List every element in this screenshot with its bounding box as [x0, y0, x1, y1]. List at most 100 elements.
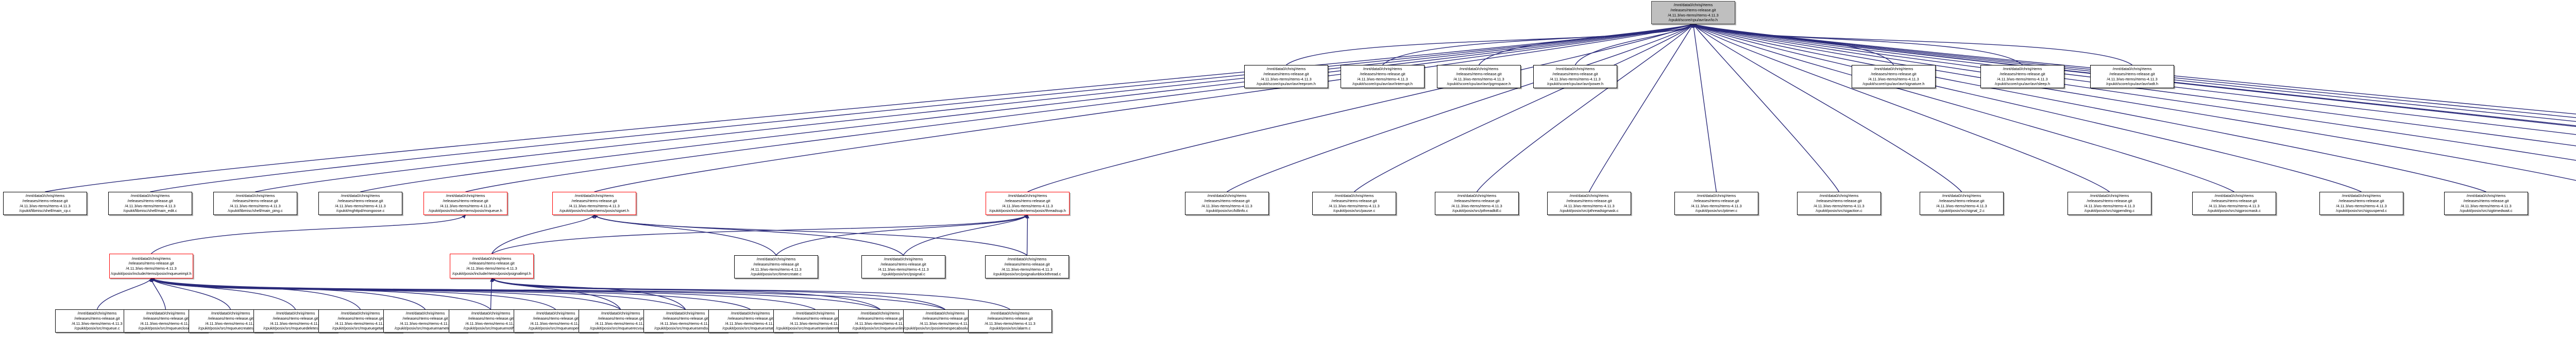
- graph-node-psignal[interactable]: /mnt/data0/chrisj/rtems /releases/rtems-…: [861, 255, 945, 278]
- graph-node-label: /mnt/data0/chrisj/rtems /releases/rtems-…: [463, 311, 518, 331]
- graph-node-interrupt[interactable]: /mnt/data0/chrisj/rtems /releases/rtems-…: [1341, 65, 1425, 88]
- graph-edge-mqueueopen-to-mqueueimpl: [151, 278, 556, 310]
- graph-node-label: /mnt/data0/chrisj/rtems /releases/rtems-…: [138, 311, 193, 331]
- graph-node-main_cp[interactable]: /mnt/data0/chrisj/rtems /releases/rtems-…: [3, 192, 87, 215]
- graph-node-label: /mnt/data0/chrisj/rtems /releases/rtems-…: [2106, 67, 2158, 87]
- graph-edge-sleep-to-root: [1692, 24, 2023, 65]
- graph-node-sigprocmask[interactable]: /mnt/data0/chrisj/rtems /releases/rtems-…: [2192, 192, 2276, 215]
- graph-node-label: /mnt/data0/chrisj/rtems /releases/rtems-…: [332, 311, 388, 331]
- graph-node-label: /mnt/data0/chrisj/rtems /releases/rtems-…: [654, 311, 717, 331]
- graph-edge-mqueuesendsupp-to-mqueueimpl: [150, 278, 686, 310]
- graph-edge-pgmspace-to-root: [1478, 24, 1694, 65]
- graph-node-wdt[interactable]: /mnt/data0/chrisj/rtems /releases/rtems-…: [2090, 65, 2174, 88]
- graph-node-sigtimedwait[interactable]: /mnt/data0/chrisj/rtems /releases/rtems-…: [2444, 192, 2528, 215]
- graph-node-posix_threadsup_h[interactable]: /mnt/data0/chrisj/rtems /releases/rtems-…: [986, 192, 1070, 215]
- graph-node-pgmspace[interactable]: /mnt/data0/chrisj/rtems /releases/rtems-…: [1437, 65, 1521, 88]
- graph-node-label: /mnt/data0/chrisj/rtems /releases/rtems-…: [751, 257, 802, 277]
- graph-node-label: /mnt/data0/chrisj/rtems /releases/rtems-…: [993, 257, 1061, 277]
- graph-node-pthreadsigmask[interactable]: /mnt/data0/chrisj/rtems /releases/rtems-…: [1547, 192, 1631, 215]
- graph-edge-signal_2-to-root: [1692, 24, 1962, 192]
- graph-edge-psignal-to-posix_threadsup_h: [903, 214, 1028, 256]
- graph-edge-psignalimpl-to-posix_threadsup_h: [492, 214, 1028, 254]
- graph-node-label: /mnt/data0/chrisj/rtems /releases/rtems-…: [529, 311, 583, 331]
- graph-node-eeprom[interactable]: /mnt/data0/chrisj/rtems /releases/rtems-…: [1244, 65, 1328, 88]
- graph-edge-posix_sigset_h-to-root: [594, 23, 1694, 192]
- graph-edge-timercreate-to-posix_threadsup_h: [775, 214, 1028, 256]
- graph-node-label: /mnt/data0/chrisj/rtems /releases/rtems-…: [2460, 193, 2513, 213]
- graph-edge-psignalunblockthread-to-posix_threadsup_h: [1025, 214, 1029, 256]
- graph-node-label: /mnt/data0/chrisj/rtems /releases/rtems-…: [1257, 67, 1316, 87]
- graph-node-label: /mnt/data0/chrisj/rtems /releases/rtems-…: [335, 193, 386, 213]
- graph-node-mqueueimpl[interactable]: /mnt/data0/chrisj/rtems /releases/rtems-…: [109, 254, 193, 278]
- graph-node-label: /mnt/data0/chrisj/rtems /releases/rtems-…: [852, 311, 908, 331]
- graph-node-label: /mnt/data0/chrisj/rtems /releases/rtems-…: [123, 193, 177, 213]
- graph-node-main_ping[interactable]: /mnt/data0/chrisj/rtems /releases/rtems-…: [213, 192, 297, 215]
- graph-node-label: /mnt/data0/chrisj/rtems /releases/rtems-…: [2207, 193, 2261, 213]
- graph-node-sigsuspend[interactable]: /mnt/data0/chrisj/rtems /releases/rtems-…: [2319, 192, 2403, 215]
- graph-edge-ptimer-to-root: [1692, 24, 1717, 192]
- graph-node-label: /mnt/data0/chrisj/rtems /releases/rtems-…: [1547, 67, 1604, 87]
- graph-node-mongoose[interactable]: /mnt/data0/chrisj/rtems /releases/rtems-…: [318, 192, 402, 215]
- graph-node-ptimer[interactable]: /mnt/data0/chrisj/rtems /releases/rtems-…: [1674, 192, 1758, 215]
- graph-node-psignalimpl[interactable]: /mnt/data0/chrisj/rtems /releases/rtems-…: [450, 254, 534, 278]
- graph-node-label: /mnt/data0/chrisj/rtems /releases/rtems-…: [1201, 193, 1252, 213]
- graph-node-sleep[interactable]: /mnt/data0/chrisj/rtems /releases/rtems-…: [1980, 65, 2064, 88]
- graph-node-main_edit[interactable]: /mnt/data0/chrisj/rtems /releases/rtems-…: [108, 192, 192, 215]
- graph-edge-sigpending-to-root: [1692, 24, 2110, 192]
- graph-edge-alarm-to-psignalimpl: [491, 278, 1010, 310]
- graph-edge-main_ping-to-root: [255, 23, 1694, 192]
- graph-edge-pthreadkill-to-root: [1476, 24, 1694, 192]
- graph-edge-mqueuenotify-to-psignalimpl: [489, 278, 494, 310]
- graph-edge-sigprocmask-to-root: [1692, 24, 2234, 192]
- graph-edge-mqueuenotify-to-mqueueimpl: [150, 278, 491, 310]
- graph-edge-sigwait-to-root: [1692, 24, 2576, 181]
- graph-edge-rtemsmain-to-root: [1692, 23, 2576, 126]
- graph-node-pause[interactable]: /mnt/data0/chrisj/rtems /releases/rtems-…: [1312, 192, 1396, 215]
- graph-node-posix_sigset_h[interactable]: /mnt/data0/chrisj/rtems /releases/rtems-…: [552, 192, 636, 215]
- graph-edge-posix_threadsup_h-to-root: [1027, 24, 1694, 192]
- graph-edge-pppd_main-to-root: [1692, 23, 2576, 127]
- graph-node-power[interactable]: /mnt/data0/chrisj/rtems /releases/rtems-…: [1533, 65, 1617, 88]
- graph-edge-sigaction-to-root: [1692, 24, 1840, 192]
- graph-edge-mongoose-to-root: [360, 23, 1694, 192]
- graph-edge-signature-to-root: [1692, 24, 1894, 65]
- graph-node-label: /mnt/data0/chrisj/rtems /releases/rtems-…: [722, 311, 778, 331]
- graph-node-timercreate[interactable]: /mnt/data0/chrisj/rtems /releases/rtems-…: [734, 255, 818, 278]
- graph-edge-sys_rtems-to-root: [1692, 23, 2576, 122]
- graph-node-alarm[interactable]: /mnt/data0/chrisj/rtems /releases/rtems-…: [968, 309, 1052, 333]
- graph-node-label: /mnt/data0/chrisj/rtems /releases/rtems-…: [1447, 67, 1511, 87]
- graph-edge-mqueueclose-to-mqueueimpl: [149, 278, 166, 310]
- graph-node-sigaction[interactable]: /mnt/data0/chrisj/rtems /releases/rtems-…: [1797, 192, 1881, 215]
- graph-node-label: /mnt/data0/chrisj/rtems /releases/rtems-…: [1862, 67, 1925, 87]
- graph-node-signal_2[interactable]: /mnt/data0/chrisj/rtems /releases/rtems-…: [1920, 192, 2004, 215]
- graph-node-label: /mnt/data0/chrisj/rtems /releases/rtems-…: [1352, 67, 1413, 87]
- graph-node-label: /mnt/data0/chrisj/rtems /releases/rtems-…: [590, 311, 651, 331]
- graph-edge-pppd_utils-to-root: [1692, 23, 2576, 118]
- graph-node-signature[interactable]: /mnt/data0/chrisj/rtems /releases/rtems-…: [1852, 65, 1936, 88]
- graph-edge-mqueuenametoid-to-mqueueimpl: [150, 278, 426, 310]
- graph-node-label: /mnt/data0/chrisj/rtems /releases/rtems-…: [2336, 193, 2387, 213]
- graph-node-psignalunblockthread[interactable]: /mnt/data0/chrisj/rtems /releases/rtems-…: [985, 255, 1069, 278]
- graph-edge-mqueueimpl-to-posix_mqueue_h: [151, 214, 466, 254]
- graph-node-sigpending[interactable]: /mnt/data0/chrisj/rtems /releases/rtems-…: [2067, 192, 2151, 215]
- graph-node-label: /mnt/data0/chrisj/rtems /releases/rtems-…: [878, 257, 929, 277]
- graph-node-label: /mnt/data0/chrisj/rtems /releases/rtems-…: [263, 311, 328, 331]
- graph-edge-timertsr-to-root: [1692, 23, 2576, 146]
- graph-edge-posix_mqueue_h-to-root: [465, 23, 1694, 192]
- graph-edge-mqueuerecvsupp-to-mqueueimpl: [150, 278, 621, 310]
- graph-node-posix_mqueue_h[interactable]: /mnt/data0/chrisj/rtems /releases/rtems-…: [423, 192, 507, 215]
- graph-node-label: /mnt/data0/chrisj/rtems /releases/rtems-…: [1691, 193, 1742, 213]
- graph-edge-mqueuedeletesupp-to-mqueueimpl: [150, 278, 296, 310]
- graph-node-pthreadkill[interactable]: /mnt/data0/chrisj/rtems /releases/rtems-…: [1435, 192, 1519, 215]
- graph-edge-main_edit-to-root: [150, 23, 1694, 192]
- graph-edge-ualarm-to-root: [1692, 23, 2576, 135]
- graph-node-label: /mnt/data0/chrisj/rtems /releases/rtems-…: [1936, 193, 1987, 213]
- graph-node-label: /mnt/data0/chrisj/rtems /releases/rtems-…: [1814, 193, 1865, 213]
- graph-node-killinfo[interactable]: /mnt/data0/chrisj/rtems /releases/rtems-…: [1185, 192, 1269, 215]
- graph-node-label: /mnt/data0/chrisj/rtems /releases/rtems-…: [452, 256, 531, 276]
- graph-edge-mqueuerecvsupp-to-psignalimpl: [491, 278, 621, 310]
- graph-node-label: /mnt/data0/chrisj/rtems /releases/rtems-…: [1451, 193, 1502, 213]
- graph-edge-killinfo-to-root: [1227, 24, 1694, 192]
- graph-node-root[interactable]: /mnt/data0/chrisj/rtems /releases/rtems-…: [1651, 1, 1735, 24]
